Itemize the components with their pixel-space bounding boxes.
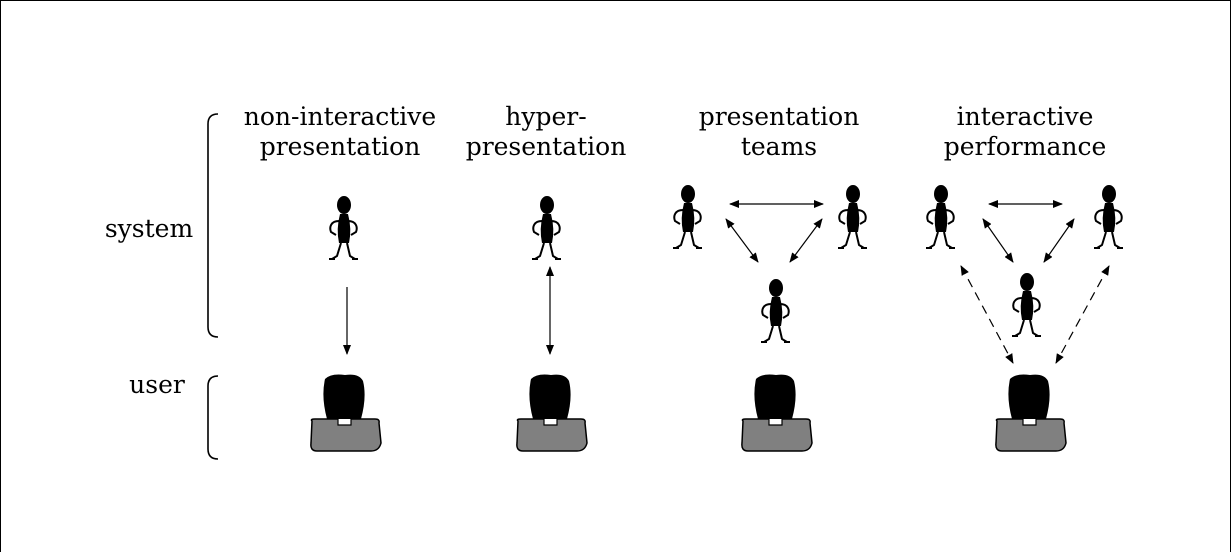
col4-actor-middle-icon	[1011, 272, 1042, 337]
col4-actor-right-icon	[1093, 184, 1124, 249]
col4-user-icon	[995, 373, 1067, 452]
system-bracket	[207, 113, 219, 338]
col4-right-arrow	[1043, 218, 1075, 263]
col2-title-line2: presentation	[466, 132, 627, 161]
col3-actor-bottom-icon	[760, 278, 791, 343]
col3-title-line2: teams	[741, 132, 817, 161]
col2-user-icon	[516, 373, 588, 452]
col3-actor-right-icon	[837, 184, 868, 249]
col4-dashed-right-arrow	[1055, 265, 1110, 364]
col3-title-line1: presentation	[699, 102, 860, 131]
col1-title-line1: non-interactive	[244, 102, 436, 131]
col3-left-arrow	[725, 218, 759, 263]
col4-dashed-left-arrow	[960, 265, 1014, 364]
row-label-user: user	[129, 370, 185, 399]
col1-user-icon	[310, 373, 382, 452]
col1-actor-icon	[328, 195, 359, 260]
user-bracket	[207, 375, 219, 460]
col2-title-line1: hyper-	[505, 102, 586, 131]
col3-user-icon	[741, 373, 813, 452]
col1-title-line2: presentation	[260, 132, 421, 161]
col3-right-arrow	[789, 218, 823, 263]
col4-title-line1: interactive	[957, 102, 1094, 131]
col4-actor-left-icon	[925, 184, 956, 249]
row-label-system: system	[105, 214, 194, 243]
col4-left-arrow	[982, 218, 1014, 263]
col3-actor-left-icon	[672, 184, 703, 249]
col2-actor-icon	[531, 195, 562, 260]
col4-title-line2: performance	[944, 132, 1107, 161]
